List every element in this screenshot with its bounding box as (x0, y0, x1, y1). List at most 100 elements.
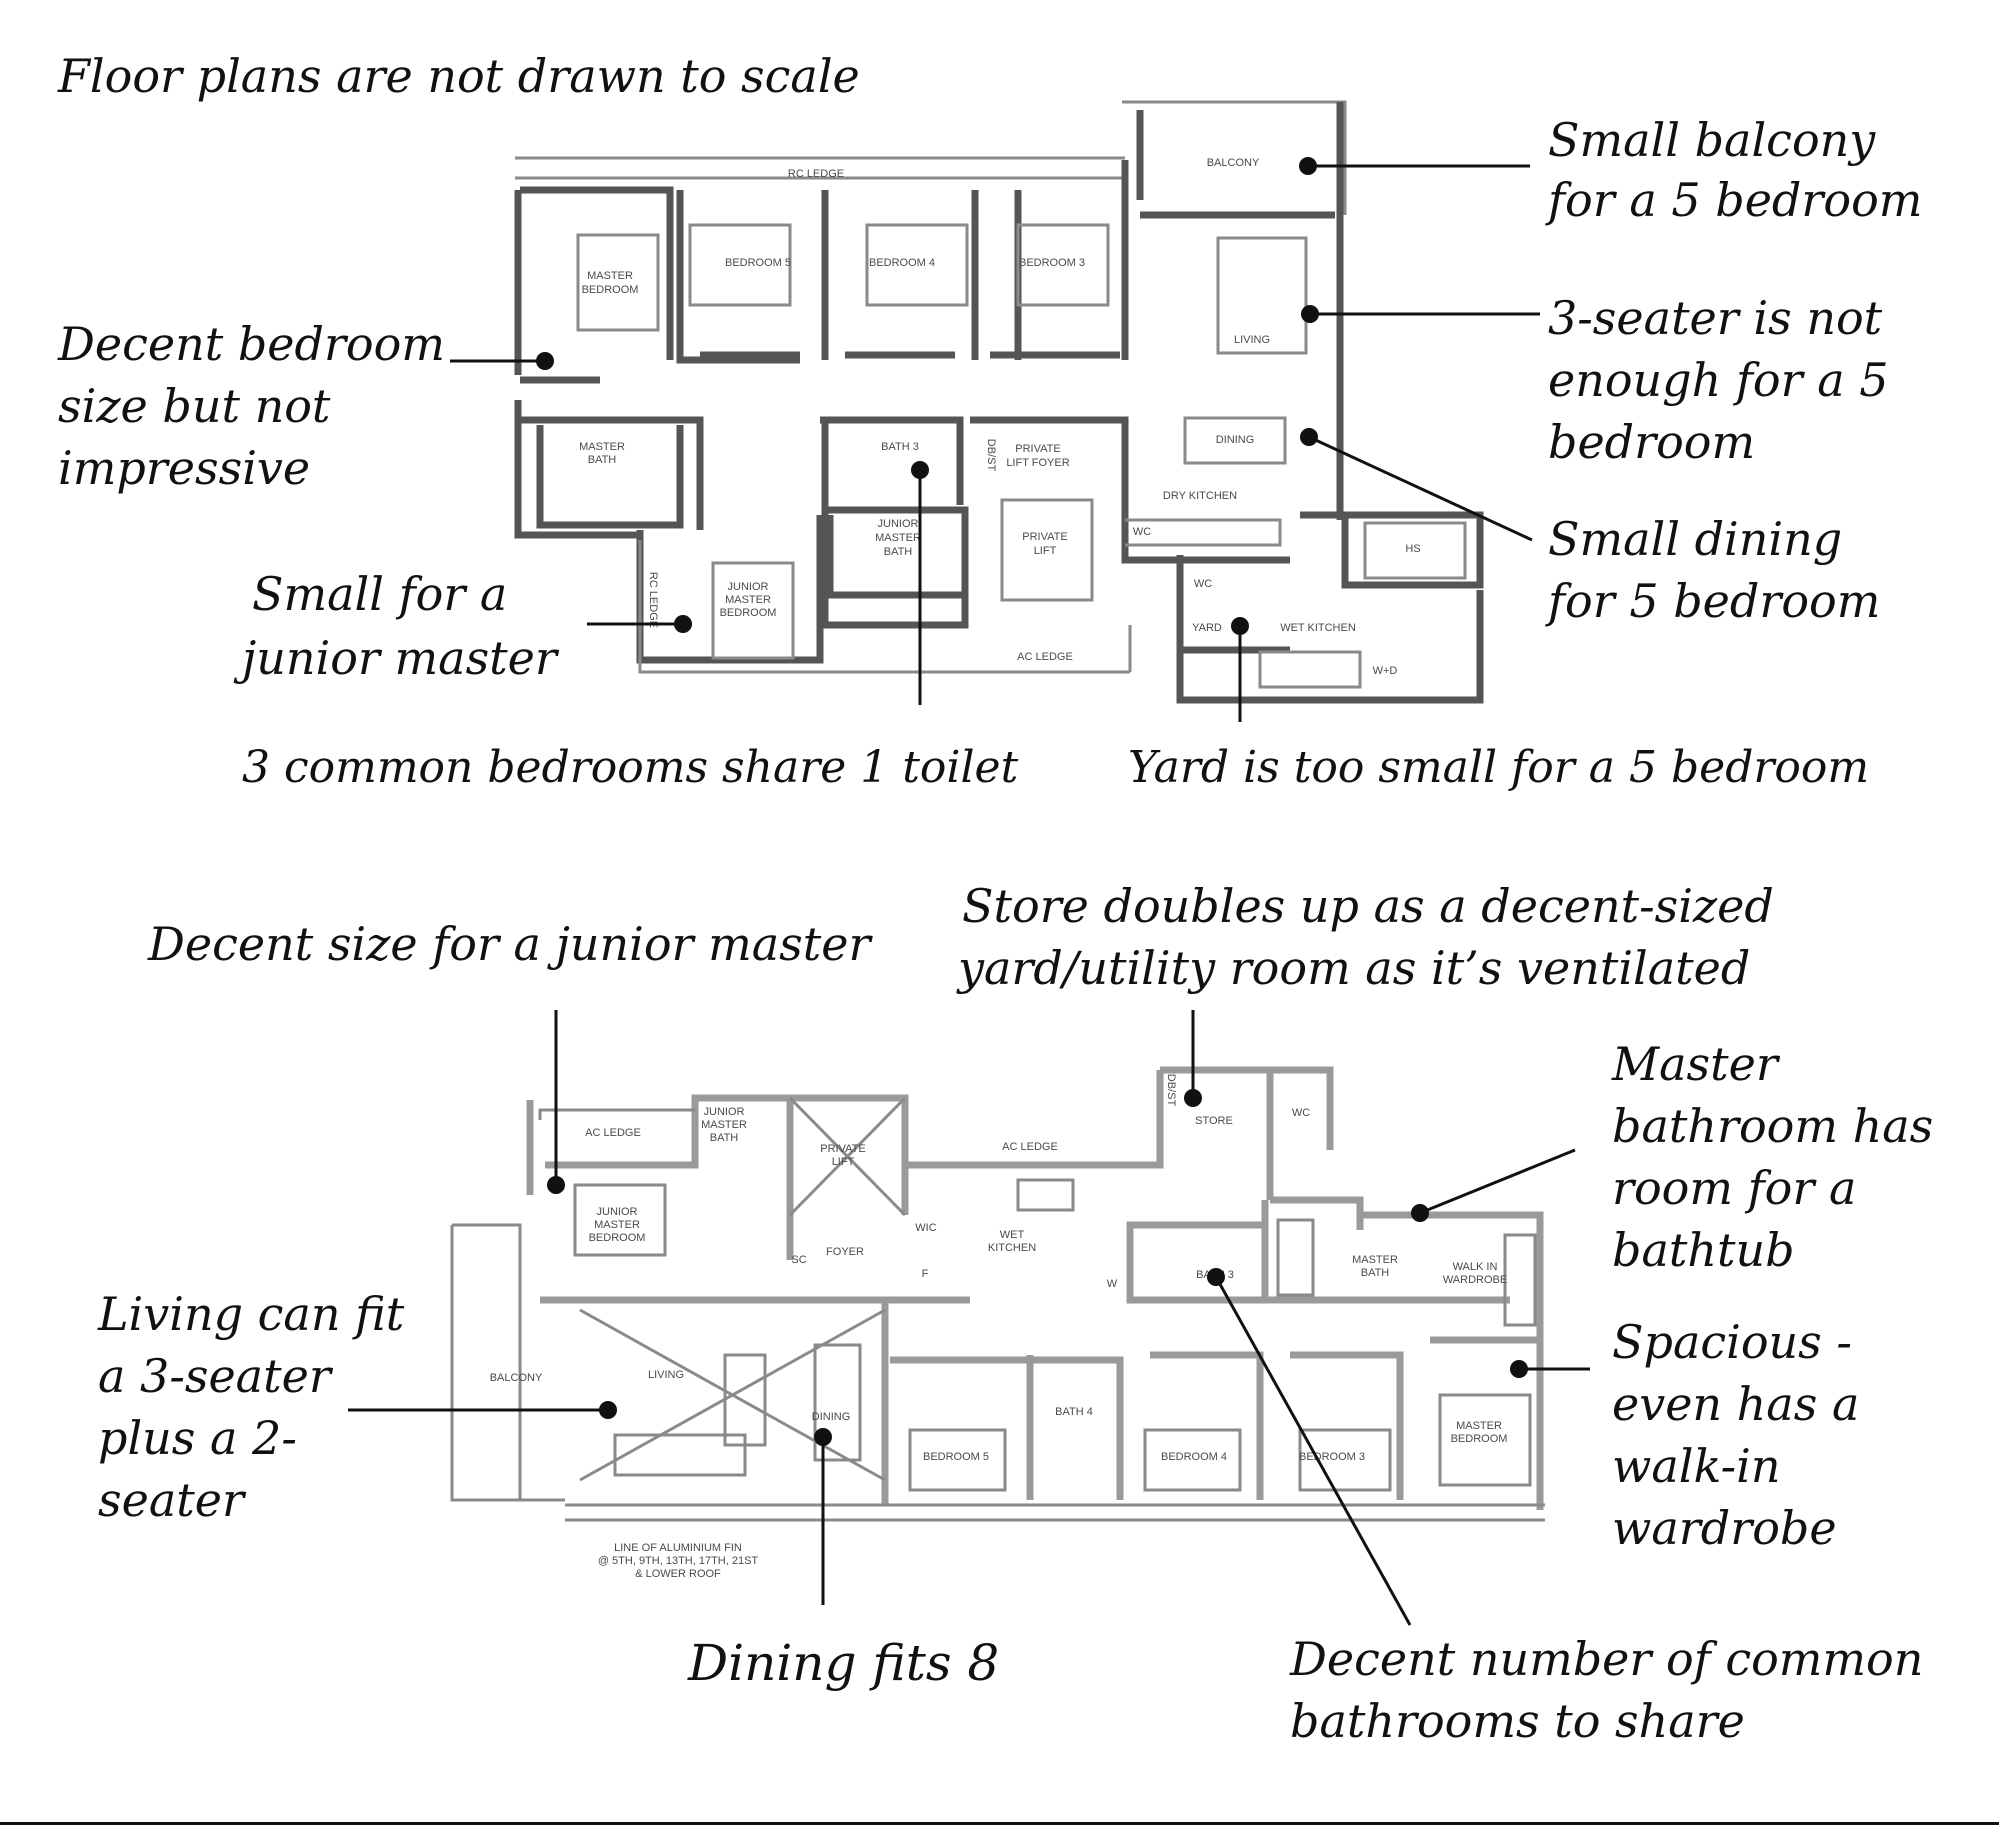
svg-text:size but not: size but not (58, 379, 331, 433)
bedroom3-bed (1016, 223, 1110, 307)
floor-plan-1: RC LEDGE BALCONY MASTER BEDROOM BEDROOM … (514, 100, 1484, 704)
master-bath-outline (536, 425, 684, 529)
svg-text:even has a: even has a (1612, 1377, 1859, 1431)
note-small-junior: Small for a (252, 567, 507, 621)
bedroom4-bed (1143, 1428, 1242, 1492)
svg-text:LIFT: LIFT (1034, 545, 1057, 557)
note-spacious: Spacious - (1612, 1315, 1852, 1369)
svg-text:LIFT FOYER: LIFT FOYER (1006, 457, 1069, 469)
bedroom4-bed (865, 223, 969, 307)
living-sofa (1216, 236, 1308, 355)
label-wc-small: WC (1133, 526, 1151, 538)
dining-table (1183, 416, 1287, 465)
plan2-callouts (348, 1010, 1590, 1626)
label-bedroom-5: BEDROOM 5 (923, 1451, 989, 1463)
svg-text:BEDROOM: BEDROOM (582, 284, 639, 296)
svg-text:MASTER: MASTER (725, 594, 771, 606)
note-yard-small: Yard is too small for a 5 bedroom (1128, 742, 1869, 793)
label-bedroom-4: BEDROOM 4 (869, 257, 935, 269)
label-walk-in-wardrobe: WALK IN (1453, 1261, 1498, 1273)
label-rc-ledge: RC LEDGE (788, 168, 844, 180)
bottom-rule (0, 1822, 1999, 1825)
label-wc: WC (1194, 578, 1212, 590)
note-living: Living can fit (97, 1287, 405, 1341)
label-living: LIVING (1234, 334, 1270, 346)
label-master-bath: MASTER (1352, 1254, 1398, 1266)
label-ac-ledge-left: AC LEDGE (585, 1127, 641, 1139)
wardrobe (1503, 1233, 1537, 1327)
plan1-callouts (450, 157, 1540, 722)
master-bed (576, 233, 660, 332)
label-master-bath: MASTER (579, 441, 625, 453)
svg-text:BATH: BATH (588, 454, 617, 466)
balcony-outline (1122, 100, 1347, 215)
svg-text:MASTER: MASTER (875, 532, 921, 544)
svg-text:bedroom: bedroom (1548, 415, 1755, 469)
master-bed (1438, 1393, 1532, 1487)
label-wet-kitchen: WET (1000, 1229, 1025, 1241)
label-private-lift-foyer: PRIVATE (1015, 443, 1060, 455)
bathtub (1276, 1218, 1315, 1297)
label-junior-master-bedroom: JUNIOR (728, 581, 769, 593)
label-junior-master-bath: JUNIOR (704, 1106, 745, 1118)
note-decent-bedroom: Decent bedroom (57, 317, 445, 371)
label-private-lift: PRIVATE (1022, 531, 1067, 543)
note-small-dining: Small dining (1548, 512, 1842, 566)
svg-text:bathrooms to share: bathrooms to share (1290, 1694, 1745, 1748)
svg-text:wardrobe: wardrobe (1612, 1501, 1837, 1555)
label-db-st: DB/ST (1165, 1074, 1177, 1107)
svg-text:junior master: junior master (233, 631, 560, 685)
bedroom3-bed (1298, 1428, 1392, 1492)
leader-dining (1308, 435, 1533, 542)
note-dining: Dining fits 8 (687, 1634, 999, 1692)
label-db-st: DB/ST (985, 439, 997, 472)
store-outline (1160, 1066, 1334, 1150)
label-ac-ledge-mid: AC LEDGE (1002, 1141, 1058, 1153)
note-bathrooms: Decent number of common (1289, 1632, 1923, 1686)
label-junior-master-bath: JUNIOR (878, 518, 919, 530)
label-bath-3: BATH 3 (881, 441, 919, 453)
svg-text:BEDROOM: BEDROOM (589, 1232, 646, 1244)
svg-text:BATH: BATH (710, 1132, 739, 1144)
svg-text:walk-in: walk-in (1612, 1439, 1780, 1493)
svg-text:enough for a 5: enough for a 5 (1548, 353, 1889, 407)
label-master-bedroom: MASTER (587, 270, 633, 282)
label-dining: DINING (1216, 434, 1255, 446)
svg-text:LIFT: LIFT (832, 1156, 855, 1168)
svg-text:& LOWER ROOF: & LOWER ROOF (635, 1568, 721, 1580)
scale-disclaimer: Floor plans are not drawn to scale (57, 49, 860, 103)
label-wc: WC (1292, 1107, 1310, 1119)
svg-text:BATH: BATH (1361, 1267, 1390, 1279)
note-store: Store doubles up as a decent-sized (962, 879, 1774, 933)
svg-text:seater: seater (98, 1473, 247, 1527)
junior-bed (573, 1183, 667, 1257)
svg-text:for 5 bedroom: for 5 bedroom (1545, 574, 1880, 628)
living-void-cross (579, 1308, 886, 1482)
leader-bathrooms (1214, 1276, 1412, 1626)
svg-text:BEDROOM: BEDROOM (1451, 1433, 1508, 1445)
label-bath-4: BATH 4 (1055, 1406, 1093, 1418)
label-yard: YARD (1192, 622, 1222, 634)
svg-text:bathtub: bathtub (1612, 1223, 1795, 1277)
svg-text:BEDROOM: BEDROOM (720, 607, 777, 619)
bedroom5-bed (688, 223, 792, 307)
bedroom5-bed (908, 1428, 1007, 1492)
note-master-bath: Master (1611, 1037, 1781, 1091)
label-wet-kitchen: WET KITCHEN (1280, 622, 1356, 634)
label-private-lift: PRIVATE (820, 1143, 865, 1155)
label-ac-ledge: AC LEDGE (1017, 651, 1073, 663)
svg-text:impressive: impressive (58, 441, 310, 495)
label-wd: W+D (1373, 665, 1398, 677)
svg-text:bathroom has: bathroom has (1612, 1099, 1933, 1153)
plan1-notes: Small balcony for a 5 bedroom 3-seater i… (57, 113, 1922, 793)
dining-table (813, 1343, 862, 1462)
label-wic: WIC (915, 1222, 936, 1234)
label-hs: HS (1405, 543, 1420, 555)
note-three-seater: 3-seater is not (1548, 291, 1883, 345)
svg-text:MASTER: MASTER (701, 1119, 747, 1131)
svg-text:WARDROBE: WARDROBE (1443, 1274, 1507, 1286)
label-f: F (922, 1268, 929, 1280)
label-aluminium-fin: LINE OF ALUMINIUM FIN (614, 1542, 742, 1554)
svg-text:for a 5 bedroom: for a 5 bedroom (1545, 173, 1922, 227)
label-bedroom-5: BEDROOM 5 (725, 257, 791, 269)
